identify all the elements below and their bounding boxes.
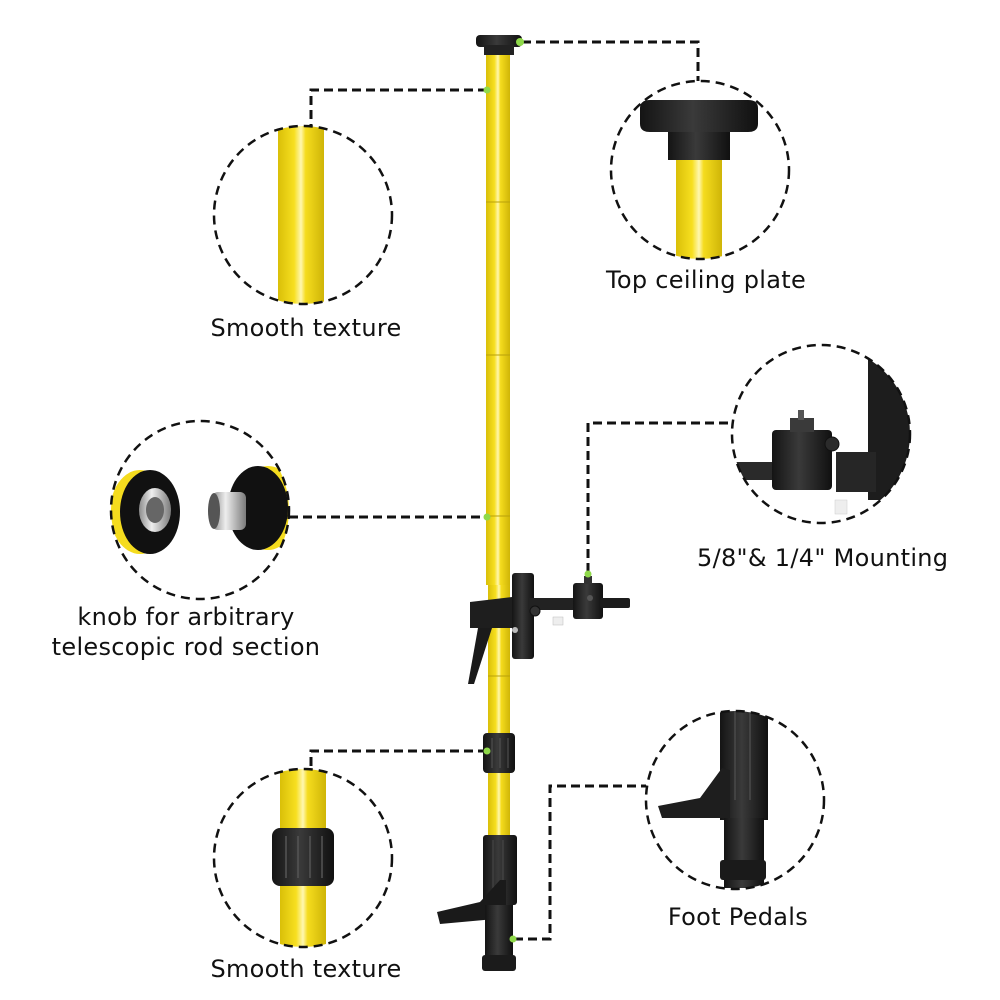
label-knob-line2: telescopic rod section (51, 633, 321, 661)
label-knob-line1: knob for arbitrary (77, 603, 295, 631)
label-foot-pedals: Foot Pedals (667, 903, 809, 931)
detail-smooth-texture-bottom (212, 767, 394, 949)
anchor-dot (584, 570, 592, 578)
detail-smooth-texture-top (212, 124, 394, 306)
detail-top-ceiling-plate (609, 79, 791, 261)
anchor-dot (483, 513, 491, 521)
leader-foot (514, 784, 646, 941)
pole-upper-rod (486, 55, 510, 585)
detail-knob (109, 419, 291, 601)
anchor-dots (483, 38, 592, 943)
pole-top-plate (476, 35, 522, 47)
detail-foot-pedals (644, 709, 826, 891)
leader-smooth-top (309, 88, 487, 126)
telescopic-pole (437, 35, 630, 971)
pole-foot-base (437, 835, 517, 971)
label-top-ceiling-plate: Top ceiling plate (605, 266, 807, 294)
label-smooth-texture-bottom: Smooth texture (210, 955, 402, 983)
label-mounting: 5/8"& 1/4" Mounting (697, 544, 949, 572)
anchor-dot (483, 747, 491, 755)
anchor-dot (516, 38, 524, 46)
detail-mounting (730, 343, 912, 525)
label-smooth-texture-top: Smooth texture (210, 314, 402, 342)
pole-top-collar (484, 45, 514, 55)
leader-mount (586, 421, 732, 572)
anchor-dot (509, 935, 517, 943)
leader-smooth-bottom (309, 749, 487, 769)
leader-lines (289, 40, 732, 941)
leader-ceiling (522, 40, 700, 81)
pole-grip-collar (483, 733, 515, 773)
pole-clamp (468, 573, 630, 684)
anchor-dot (483, 86, 491, 94)
